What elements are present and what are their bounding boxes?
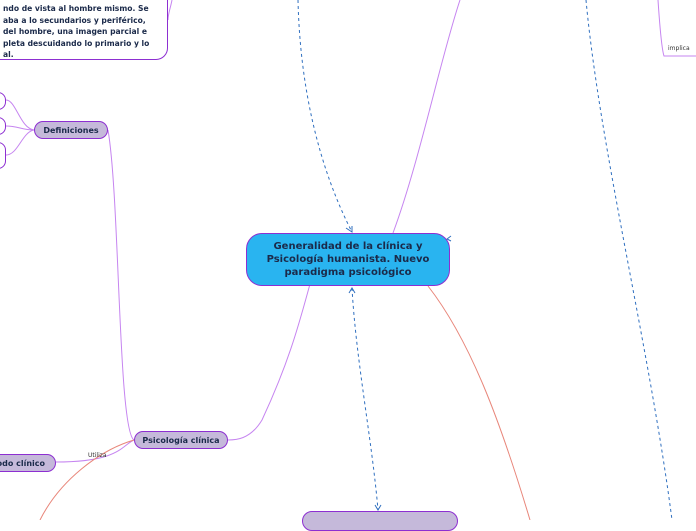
note-line: pleta descuidando lo primario y lo (3, 38, 150, 48)
connection-lines (5, 0, 696, 520)
arrowhead-central-top (345, 226, 353, 233)
link-note (167, 0, 173, 21)
note-line: aba a lo secundarios y periférico, (3, 15, 146, 25)
link-dashed-right (585, 0, 673, 520)
definiciones-node[interactable]: Definiciones (34, 121, 108, 139)
note-line: ndo de vista al hombre mismo. Se (3, 4, 149, 13)
implica-label: implica (668, 45, 690, 52)
note-line: del hombre, una imagen parcial e (3, 27, 148, 36)
link-central-to-top (392, 0, 461, 234)
link-right-top (657, 0, 696, 57)
link-central-to-red (427, 285, 531, 520)
link-central-to-psicologia (227, 283, 311, 441)
central-topic-node[interactable]: Generalidad de la clínica y Psicología h… (246, 233, 450, 286)
link-psicologia-to-metodo (55, 439, 135, 463)
link-definiciones-sub2 (5, 125, 35, 131)
link-definiciones-sub1 (5, 99, 35, 131)
utiliza-label: Utiliza (88, 452, 107, 459)
link-psicologia-to-definiciones (107, 129, 135, 441)
arrowhead-central-bottom (348, 287, 356, 294)
link-dashed-top (297, 0, 353, 233)
metodo-clinico-node[interactable]: odo clínico (0, 454, 56, 472)
note-line: al. (3, 50, 14, 59)
psicologia-clinica-node[interactable]: Psicología clínica (134, 431, 228, 449)
link-definiciones-sub3 (5, 129, 35, 156)
arrowhead-bottom-node (374, 504, 382, 511)
note-card[interactable]: ndo de vista al hombre mismo. Se aba a l… (0, 0, 168, 60)
bottom-topic-node[interactable] (302, 511, 458, 531)
link-dashed-bottom (351, 287, 379, 511)
link-psicologia-red (39, 439, 135, 520)
